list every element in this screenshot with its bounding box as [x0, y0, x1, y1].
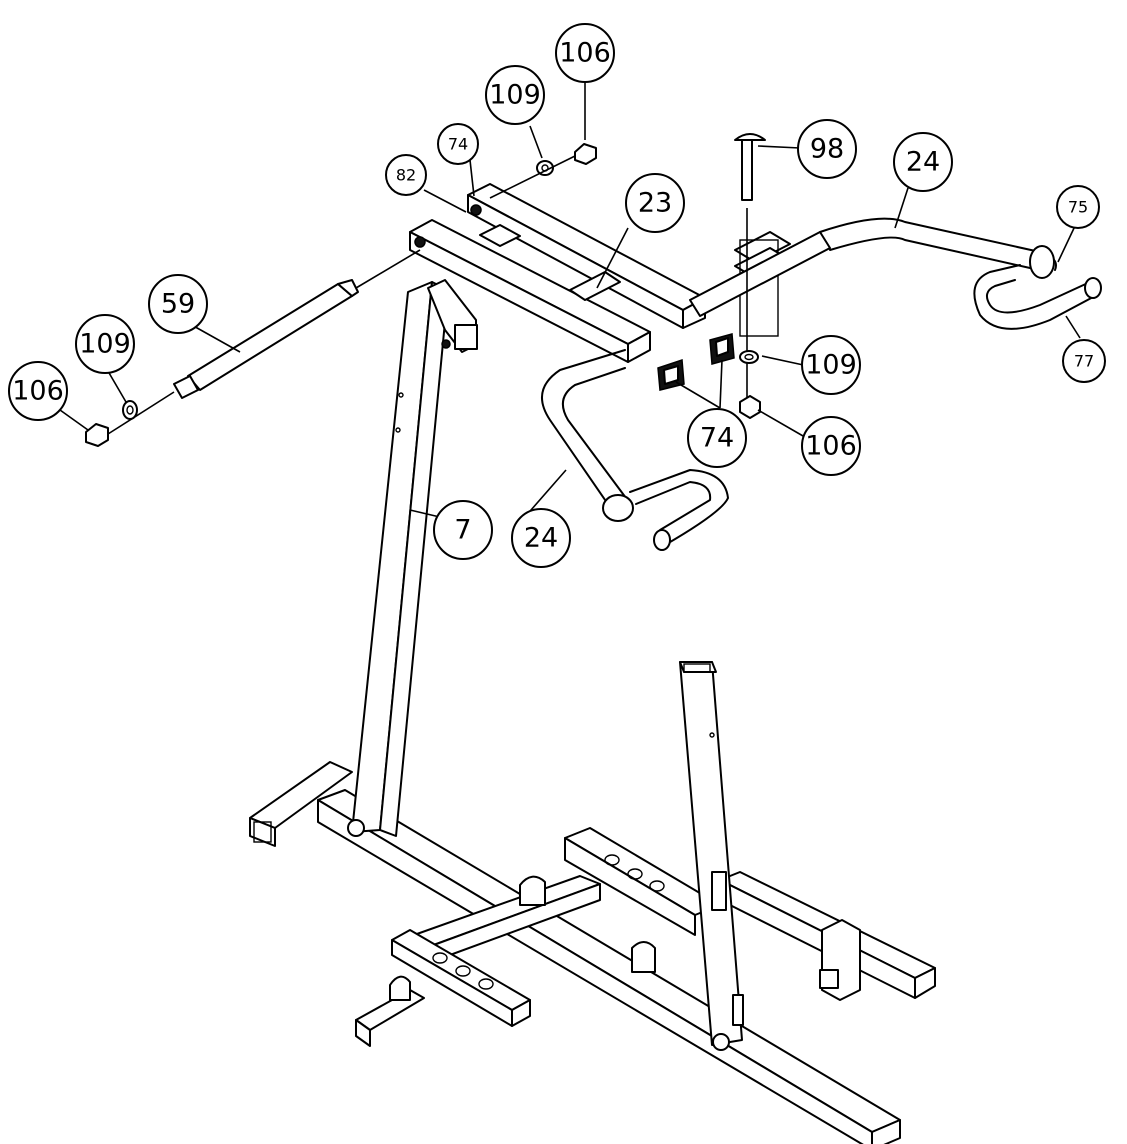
callout-82: 82 [386, 155, 426, 195]
callout-label: 109 [79, 329, 131, 360]
callout-109-top: 109 [486, 66, 544, 124]
callout-106-top: 106 [556, 24, 614, 82]
washer-109-right [740, 351, 758, 363]
callout-label: 109 [489, 80, 541, 111]
callout-77: 77 [1063, 340, 1105, 382]
callout-label: 23 [638, 188, 672, 219]
callout-label: 106 [559, 38, 611, 69]
callout-106-right: 106 [802, 417, 860, 475]
callout-label: 59 [161, 289, 195, 320]
callout-label: 7 [454, 515, 471, 546]
nut-106-right [740, 396, 760, 418]
callout-109-left: 109 [76, 315, 134, 373]
washer-109-left [108, 392, 174, 434]
callout-label: 82 [396, 166, 416, 185]
upright-tube-right [680, 662, 743, 1050]
callout-109-right: 109 [802, 336, 860, 394]
callout-23: 23 [626, 174, 684, 232]
callout-label: 24 [906, 147, 940, 178]
callout-label: 98 [810, 134, 844, 165]
callout-74-mid: 74 [688, 409, 746, 467]
callout-98: 98 [798, 120, 856, 178]
callout-59: 59 [149, 275, 207, 333]
callout-label: 106 [805, 431, 857, 462]
callout-106-left: 106 [9, 362, 67, 420]
callout-label: 74 [700, 423, 734, 454]
nut-106-left [86, 424, 108, 446]
callout-label: 74 [448, 135, 468, 154]
callout-75: 75 [1057, 186, 1099, 228]
callout-label: 109 [805, 350, 857, 381]
handle-bar-24 [820, 219, 1101, 329]
callout-label: 24 [524, 523, 558, 554]
callout-label: 75 [1068, 198, 1088, 217]
callout-7: 7 [434, 501, 492, 559]
callout-24-top: 24 [894, 133, 952, 191]
shaft-59 [174, 250, 420, 398]
callout-74-top: 74 [438, 124, 478, 164]
callout-label: 77 [1074, 352, 1094, 371]
callout-24-left: 24 [512, 509, 570, 567]
callout-label: 106 [12, 376, 64, 407]
nut-106-top [490, 144, 596, 198]
